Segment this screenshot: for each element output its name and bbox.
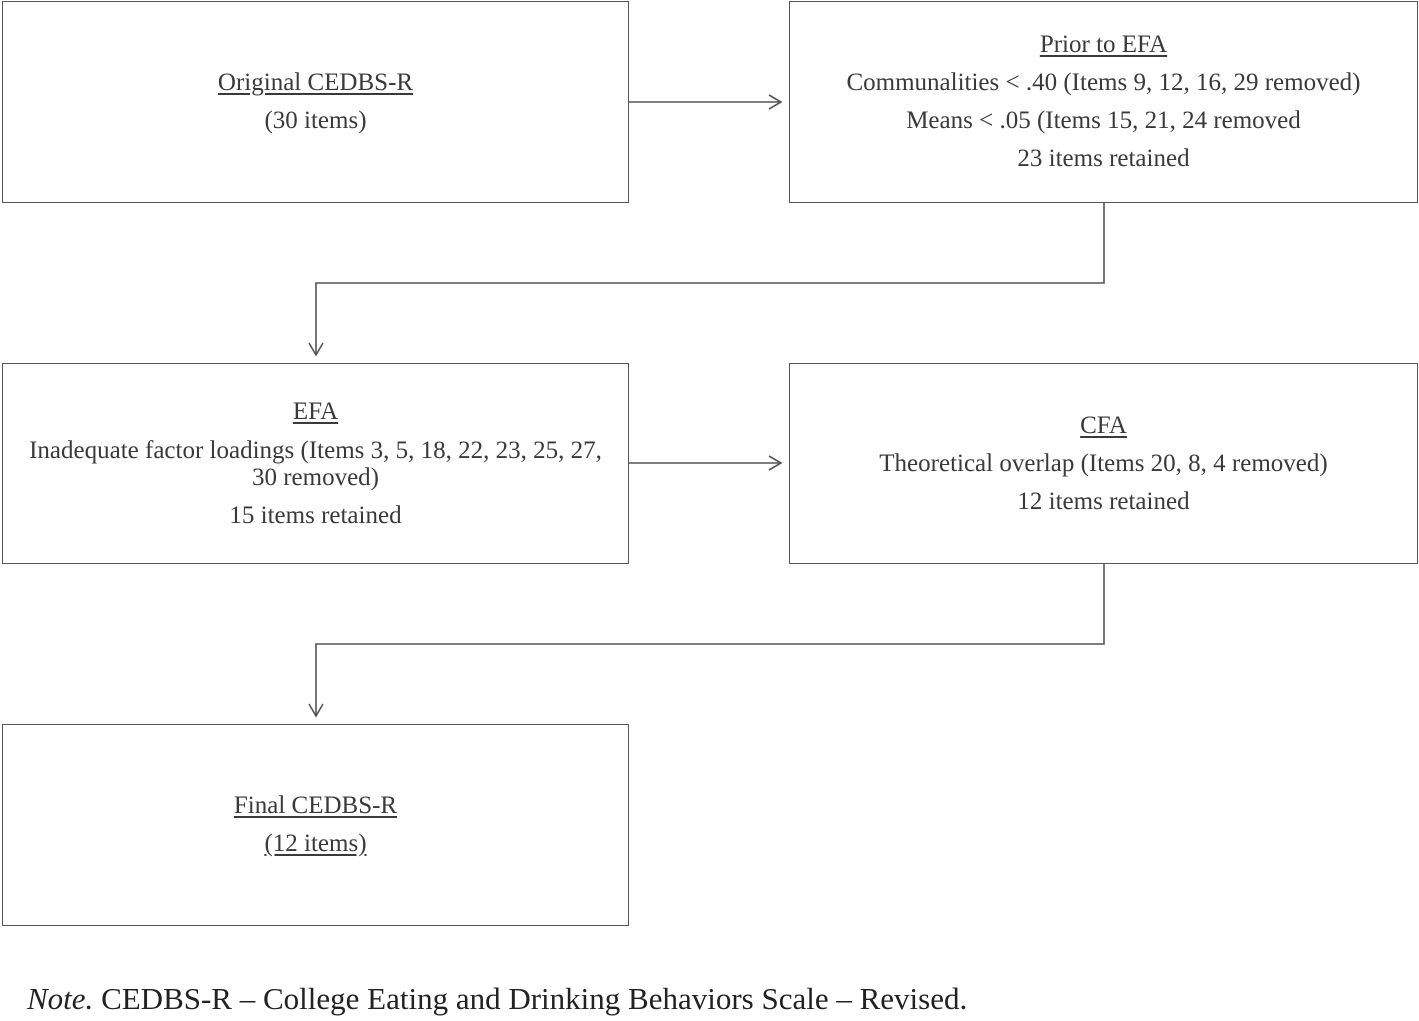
box-cfa-title: CFA: [1080, 411, 1127, 439]
box-efa: EFA Inadequate factor loadings (Items 3,…: [2, 363, 629, 564]
box-efa-line-1: Inadequate factor loadings (Items 3, 5, …: [29, 436, 602, 491]
box-prior-line-2: Means < .05 (Items 15, 21, 24 removed: [906, 107, 1301, 134]
note-label: Note.: [27, 981, 94, 1016]
box-final-cedbs-r: Final CEDBS-R (12 items): [2, 724, 629, 926]
arrowhead-cfa-to-final: [308, 703, 324, 718]
arrowhead-prior-to-efa: [308, 342, 324, 357]
box-efa-title: EFA: [292, 397, 339, 425]
arrowhead-original-to-prior: [768, 94, 783, 110]
box-prior-title: Prior to EFA: [1039, 31, 1168, 58]
box-final-title: Final CEDBS-R: [233, 792, 398, 819]
box-cfa-line-2: 12 items retained: [1017, 487, 1190, 515]
box-prior-line-3: 23 items retained: [1017, 145, 1190, 172]
box-original-line-1: (30 items): [264, 107, 367, 134]
box-cfa-line-1: Theoretical overlap (Items 20, 8, 4 remo…: [879, 449, 1328, 477]
arrowhead-efa-to-cfa: [768, 455, 783, 471]
box-original-title: Original CEDBS-R: [217, 69, 414, 96]
arrow-cfa-to-final: [315, 564, 1105, 716]
box-efa-line-2: 15 items retained: [229, 501, 402, 529]
box-prior-to-efa: Prior to EFA Communalities < .40 (Items …: [789, 1, 1418, 203]
box-cfa: CFA Theoretical overlap (Items 20, 8, 4 …: [789, 363, 1418, 564]
box-final-line-1: (12 items): [264, 830, 367, 857]
box-original-cedbs-r: Original CEDBS-R (30 items): [2, 1, 629, 203]
arrow-prior-to-efa: [315, 203, 1105, 355]
figure-note: Note. CEDBS-R – College Eating and Drink…: [27, 978, 967, 1020]
note-text: CEDBS-R – College Eating and Drinking Be…: [93, 981, 968, 1016]
box-prior-line-1: Communalities < .40 (Items 9, 12, 16, 29…: [846, 69, 1361, 96]
